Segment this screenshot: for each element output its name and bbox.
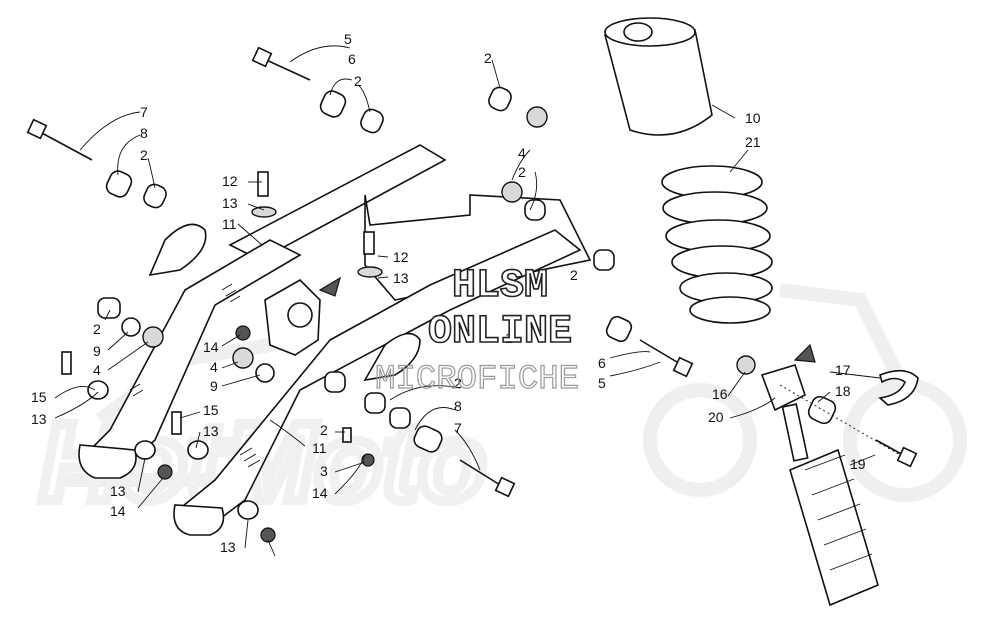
callout-6: 6 <box>348 51 356 67</box>
callout-17: 17 <box>835 362 851 378</box>
callout-9: 9 <box>210 378 218 394</box>
callout-2: 2 <box>140 147 148 163</box>
callout-13: 13 <box>222 195 238 211</box>
callout-2: 2 <box>320 422 328 438</box>
callout-16: 16 <box>712 386 728 402</box>
shock-absorber-assembly <box>604 17 919 607</box>
callout-4: 4 <box>93 362 101 378</box>
watermark-line-3: MICROFICHE <box>375 361 579 399</box>
rail-arms-assembly <box>78 144 816 536</box>
bolt-5-top <box>261 57 311 81</box>
callout-19: 19 <box>850 456 866 472</box>
callout-2: 2 <box>93 321 101 337</box>
direction-arrow-icon <box>793 343 816 363</box>
callout-10: 10 <box>745 110 761 126</box>
callout-14: 14 <box>203 339 219 355</box>
callout-20: 20 <box>708 409 724 425</box>
callout-4: 4 <box>518 145 526 161</box>
callout-8: 8 <box>454 398 462 414</box>
callout-8: 8 <box>140 125 148 141</box>
hlsm-watermark: HLSM ONLINE MICROFICHE <box>374 263 579 399</box>
callout-2: 2 <box>454 375 462 391</box>
callout-6: 6 <box>598 355 606 371</box>
callout-18: 18 <box>835 383 851 399</box>
callout-7: 7 <box>140 104 148 120</box>
callout-13: 13 <box>220 539 236 555</box>
leader-lines <box>54 45 881 557</box>
callout-21: 21 <box>745 134 761 150</box>
callout-2: 2 <box>570 267 578 283</box>
callout-13: 13 <box>393 270 409 286</box>
callout-14: 14 <box>312 485 328 501</box>
direction-arrow-icon <box>318 276 341 297</box>
watermark-line-1: HLSM <box>452 264 548 309</box>
callout-2: 2 <box>518 164 526 180</box>
callout-12: 12 <box>222 173 238 189</box>
coil-spring <box>661 165 773 324</box>
callout-14: 14 <box>110 503 126 519</box>
callout-9: 9 <box>93 343 101 359</box>
callout-13: 13 <box>110 483 126 499</box>
callout-15: 15 <box>203 402 219 418</box>
callout-11: 11 <box>222 216 237 232</box>
callout-5: 5 <box>344 31 352 47</box>
callout-4: 4 <box>210 359 218 375</box>
callout-11: 11 <box>312 440 327 456</box>
hardware-parts <box>26 46 694 543</box>
callout-1: 1 <box>505 330 513 346</box>
callout-labels: 5 6 2 2 7 8 2 12 13 11 4 2 12 13 2 1 2 9… <box>31 31 866 555</box>
callout-2: 2 <box>484 50 492 66</box>
callout-12: 12 <box>393 249 409 265</box>
callout-13: 13 <box>31 411 47 427</box>
callout-7: 7 <box>454 420 462 436</box>
callout-2: 2 <box>354 73 362 89</box>
callout-13: 13 <box>203 423 219 439</box>
callout-15: 15 <box>31 389 47 405</box>
watermark-line-2: ONLINE <box>428 310 572 355</box>
callout-5: 5 <box>598 375 606 391</box>
callout-3: 3 <box>320 463 328 479</box>
